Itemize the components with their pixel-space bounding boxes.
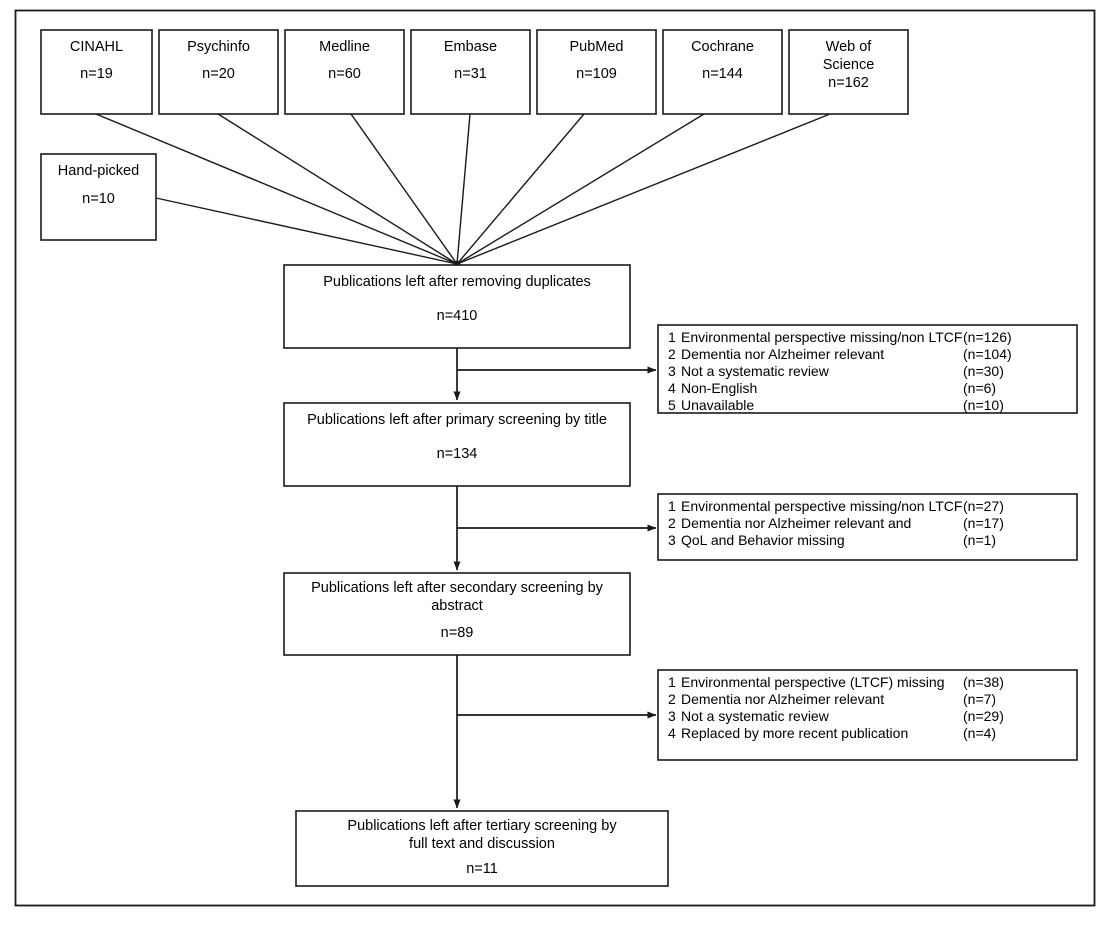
stage-label-line2: full text and discussion: [409, 836, 555, 852]
exclusion-item-count: (n=27): [963, 498, 1004, 514]
exclusion-item-count: (n=10): [963, 397, 1004, 413]
exclusion-item-count: (n=38): [963, 674, 1004, 690]
exclusion-box-tertiary: 1 Environmental perspective (LTCF) missi…: [657, 669, 1078, 761]
connector-embase: [456, 113, 471, 265]
exclusion-item-count: (n=29): [963, 708, 1004, 724]
stage-label: Publications left after removing duplica…: [323, 274, 591, 290]
exclusion-box-secondary: 1 Environmental perspective missing/non …: [657, 493, 1078, 561]
stage-label-line2: abstract: [431, 598, 483, 614]
source-box-pubmed: PubMed n=109: [536, 29, 657, 115]
source-count: n=60: [328, 66, 361, 82]
exclusion-item-reason: QoL and Behavior missing: [681, 532, 845, 548]
exclusion-item-number: 3: [668, 363, 676, 379]
source-label: Embase: [444, 39, 497, 55]
source-label: Cochrane: [691, 39, 754, 55]
stage-label: Publications left after secondary screen…: [311, 580, 604, 596]
source-count: n=162: [828, 75, 869, 91]
exclusion-item-number: 2: [668, 515, 676, 531]
source-count: n=109: [576, 66, 617, 82]
connector-cochrane: [456, 113, 705, 265]
exclusion-item-number: 3: [668, 532, 676, 548]
exclusion-item-reason: Environmental perspective missing/non LT…: [681, 498, 962, 514]
connector-psychinfo: [217, 113, 458, 265]
exclusion-item-reason: Unavailable: [681, 397, 754, 413]
exclusion-item-number: 2: [668, 691, 676, 707]
source-label: Web of: [826, 39, 873, 55]
connector-pubmed: [456, 113, 585, 265]
stage-count: n=11: [466, 861, 498, 877]
source-label: PubMed: [569, 39, 623, 55]
exclusion-item-reason: Environmental perspective (LTCF) missing: [681, 674, 945, 690]
connector-medline: [350, 113, 458, 265]
flow-arrow-primary-to-secondary: [453, 486, 657, 571]
source-label-line2: Science: [823, 57, 875, 73]
exclusion-item-number: 1: [668, 498, 676, 514]
source-box-hand-picked: Hand-picked n=10: [40, 153, 157, 241]
source-connectors: [95, 113, 831, 268]
connector-web-of-science: [456, 113, 831, 265]
exclusion-item-reason: Dementia nor Alzheimer relevant and: [681, 515, 911, 531]
exclusion-item-reason: Dementia nor Alzheimer relevant: [681, 691, 884, 707]
source-box-embase: Embase n=31: [410, 29, 531, 115]
source-count: n=20: [202, 66, 235, 82]
connector-hand-picked: [155, 197, 458, 265]
source-box-medline: Medline n=60: [284, 29, 405, 115]
source-count: n=19: [80, 66, 113, 82]
exclusion-item-number: 5: [668, 397, 676, 413]
exclusion-item-count: (n=104): [963, 346, 1012, 362]
page-border: [14, 9, 1096, 907]
stage-label: Publications left after tertiary screeni…: [347, 818, 617, 834]
source-box-cinahl: CINAHL n=19: [40, 29, 153, 115]
exclusion-item-reason: Dementia nor Alzheimer relevant: [681, 346, 884, 362]
source-label: CINAHL: [70, 39, 123, 55]
exclusion-item-reason: Environmental perspective missing/non LT…: [681, 329, 962, 345]
stage-box-tertiary-screening: Publications left after tertiary screeni…: [295, 810, 669, 887]
source-box-cochrane: Cochrane n=144: [662, 29, 783, 115]
source-label: Psychinfo: [187, 39, 250, 55]
exclusion-item-count: (n=17): [963, 515, 1004, 531]
exclusion-box-primary: 1 Environmental perspective missing/non …: [657, 324, 1078, 414]
exclusion-item-reason: Not a systematic review: [681, 363, 830, 379]
exclusion-item-number: 1: [668, 329, 676, 345]
connector-cinahl: [95, 113, 458, 265]
exclusion-item-reason: Replaced by more recent publication: [681, 725, 908, 741]
stage-box-duplicates: Publications left after removing duplica…: [283, 264, 631, 349]
exclusion-item-reason: Non-English: [681, 380, 757, 396]
source-count: n=144: [702, 66, 743, 82]
exclusion-item-number: 1: [668, 674, 676, 690]
stage-count: n=89: [441, 625, 474, 641]
exclusion-item-number: 4: [668, 725, 676, 741]
source-box-psychinfo: Psychinfo n=20: [158, 29, 279, 115]
exclusion-item-count: (n=4): [963, 725, 996, 741]
exclusion-item-number: 3: [668, 708, 676, 724]
source-label: Medline: [319, 39, 370, 55]
exclusion-item-count: (n=7): [963, 691, 996, 707]
exclusion-item-count: (n=6): [963, 380, 996, 396]
stage-count: n=410: [437, 308, 478, 324]
flow-arrow-secondary-to-tertiary: [453, 655, 657, 809]
exclusion-item-count: (n=30): [963, 363, 1004, 379]
source-box-web-of-science: Web of Science n=162: [788, 29, 909, 115]
exclusion-item-reason: Not a systematic review: [681, 708, 830, 724]
source-count: n=31: [454, 66, 487, 82]
stage-box-secondary-screening: Publications left after secondary screen…: [283, 572, 631, 656]
exclusion-item-count: (n=126): [963, 329, 1012, 345]
stage-box-primary-screening: Publications left after primary screenin…: [283, 402, 631, 487]
source-label: Hand-picked: [58, 163, 139, 179]
exclusion-item-count: (n=1): [963, 532, 996, 548]
flow-arrow-duplicates-to-primary: [453, 348, 657, 401]
exclusion-item-number: 2: [668, 346, 676, 362]
exclusion-item-number: 4: [668, 380, 676, 396]
source-count: n=10: [82, 191, 115, 207]
stage-label: Publications left after primary screenin…: [307, 412, 607, 428]
stage-count: n=134: [437, 446, 478, 462]
